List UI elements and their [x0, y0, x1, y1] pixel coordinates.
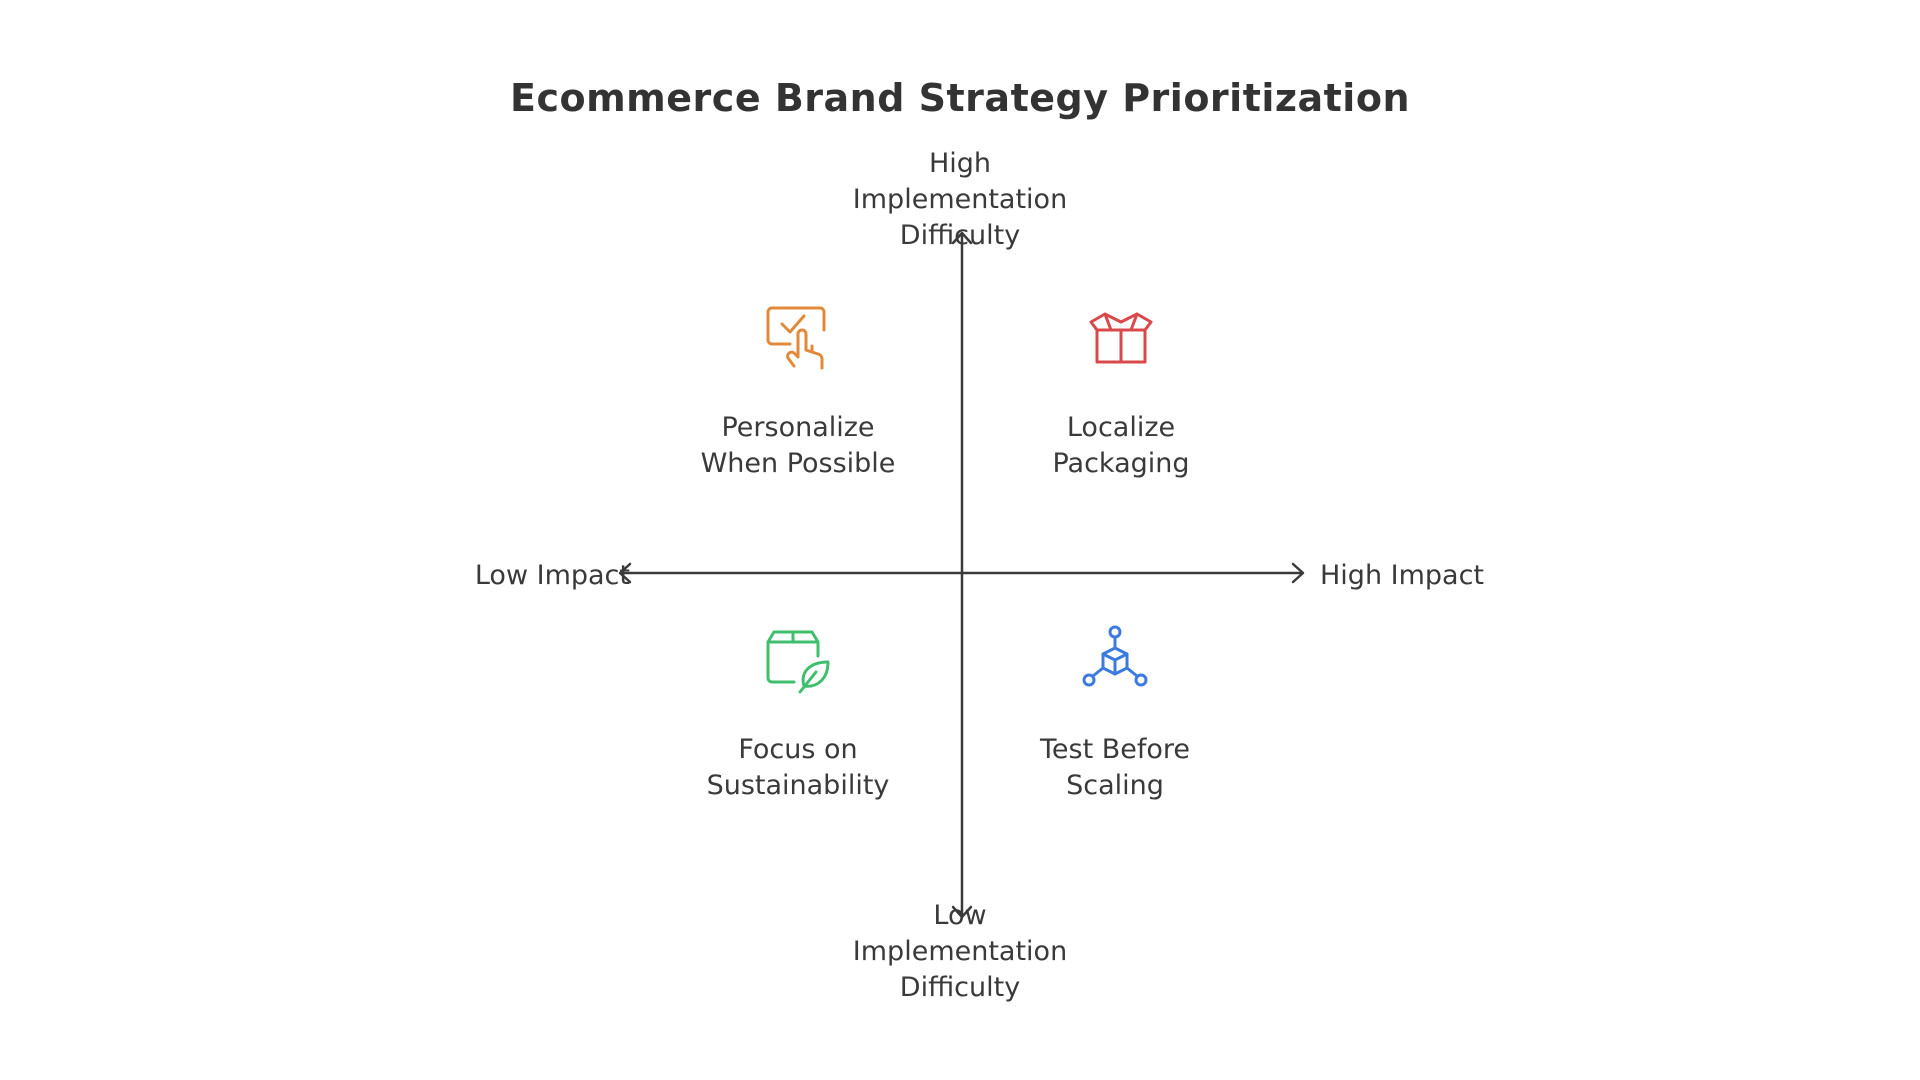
quadrant-top-left-label: Personalize When Possible: [658, 410, 938, 482]
touch-checkbox-icon: [766, 306, 826, 370]
quadrant-top-right-label-line-2: Packaging: [1052, 448, 1190, 479]
quadrant-top-right-label-line-1: Localize: [1066, 412, 1176, 443]
vertical-axis-top-arrow: [951, 231, 973, 245]
quadrant-bottom-left-label-line-2: Sustainability: [706, 770, 890, 801]
y-axis-bottom-label: Low Implementation Difficulty: [810, 898, 1110, 1006]
eco-package-icon: [766, 630, 830, 694]
diagram-title: Ecommerce Brand Strategy Prioritization: [510, 76, 1410, 120]
y-axis-bottom-label-line-3: Difficulty: [899, 972, 1021, 1003]
quadrant-top-right-label: Localize Packaging: [981, 410, 1261, 482]
y-axis-top-label-line-2: Implementation: [852, 184, 1068, 215]
y-axis-top-label-line-3: Difficulty: [899, 220, 1021, 251]
y-axis-bottom-label-line-1: Low: [933, 900, 987, 931]
quadrant-top-left-label-line-2: When Possible: [700, 448, 896, 479]
quadrant-bottom-left-label: Focus on Sustainability: [658, 732, 938, 804]
quadrant-bottom-right-label-line-2: Scaling: [1066, 770, 1164, 801]
network-cube-icon: [1082, 625, 1148, 687]
quadrant-top-left-label-line-1: Personalize: [721, 412, 875, 443]
vertical-axis-bottom-arrow: [951, 905, 973, 919]
horizontal-axis-right-arrow: [1291, 562, 1305, 584]
y-axis-top-label: High Implementation Difficulty: [810, 146, 1110, 254]
quadrant-bottom-left: Focus on Sustainability: [658, 622, 938, 804]
horizontal-axis-left-arrow: [618, 562, 632, 584]
quadrant-top-right: Localize Packaging: [981, 300, 1261, 482]
quadrant-bottom-right: Test Before Scaling: [975, 622, 1255, 804]
open-box-icon: [1089, 312, 1153, 364]
x-axis-right-label: High Impact: [1320, 560, 1485, 591]
quadrant-bottom-left-label-line-1: Focus on: [738, 734, 858, 765]
quadrant-bottom-right-label: Test Before Scaling: [975, 732, 1255, 804]
quadrant-bottom-right-label-line-1: Test Before: [1039, 734, 1191, 765]
quadrant-top-left: Personalize When Possible: [658, 300, 938, 482]
y-axis-bottom-label-line-2: Implementation: [852, 936, 1068, 967]
x-axis-left-label: Low Impact: [474, 560, 630, 591]
y-axis-top-label-line-1: High: [928, 148, 992, 179]
